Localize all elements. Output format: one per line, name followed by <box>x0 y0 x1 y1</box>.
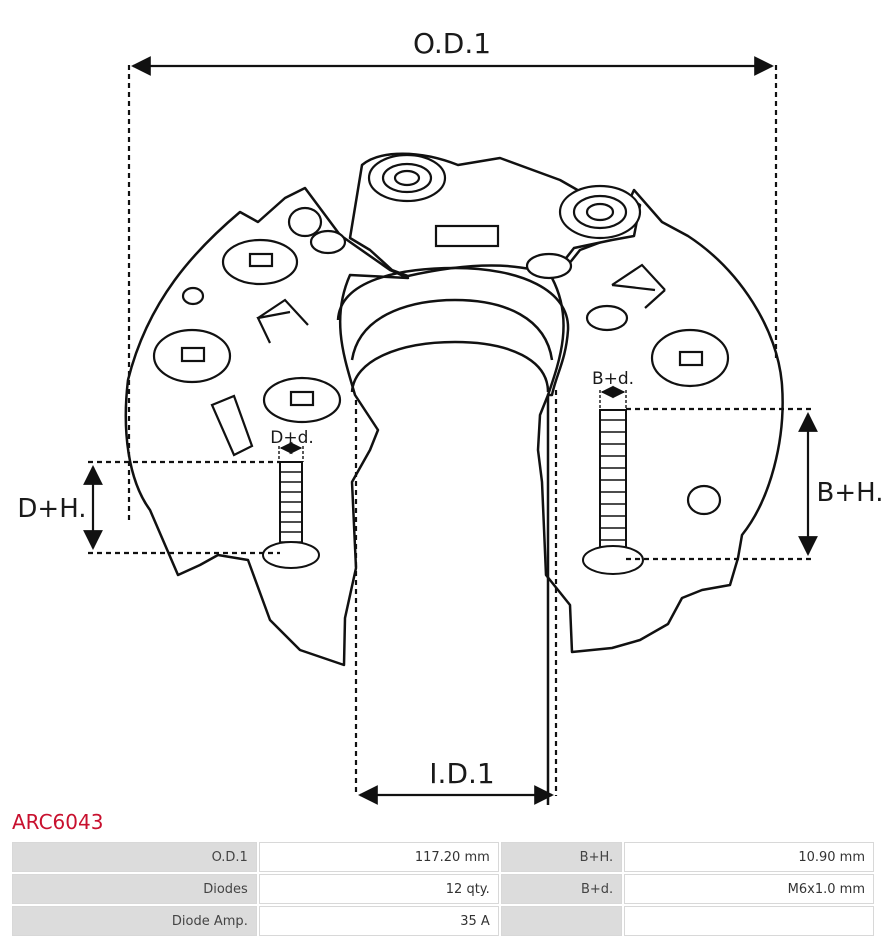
spec-label: B+H. <box>500 842 623 872</box>
spec-value <box>624 906 874 936</box>
spec-value: 117.20 mm <box>258 842 499 872</box>
rectifier-diagram: O.D.1 I.D.1 D+H. D+d. B+H. B+d. <box>17 27 884 805</box>
table-row: O.D.1 117.20 mm B+H. 10.90 mm <box>12 842 874 872</box>
d-plus-stud <box>262 461 320 569</box>
spec-table: O.D.1 117.20 mm B+H. 10.90 mm Diodes 12 … <box>10 840 876 938</box>
table-row: Diode Amp. 35 A <box>12 906 874 936</box>
spec-label: B+d. <box>500 874 623 904</box>
spec-label: Diode Amp. <box>12 906 257 936</box>
dh-label: D+H. <box>17 494 86 524</box>
table-row: Diodes 12 qty. B+d. M6x1.0 mm <box>12 874 874 904</box>
bd-label: B+d. <box>592 369 634 389</box>
product-code: ARC6043 <box>12 810 104 834</box>
spec-label <box>500 906 623 936</box>
dd-label: D+d. <box>270 428 314 448</box>
dimension-lines <box>83 56 818 805</box>
bh-label: B+H. <box>817 478 884 508</box>
id-label: I.D.1 <box>429 757 494 790</box>
spec-value: 12 qty. <box>258 874 499 904</box>
od-label: O.D.1 <box>413 27 491 60</box>
spec-value: M6x1.0 mm <box>624 874 874 904</box>
rectifier-body <box>124 152 784 805</box>
spec-value: 35 A <box>258 906 499 936</box>
terminal-holes <box>152 153 730 516</box>
spec-value: 10.90 mm <box>624 842 874 872</box>
spec-label: O.D.1 <box>12 842 257 872</box>
b-plus-stud <box>582 409 644 575</box>
spec-label: Diodes <box>12 874 257 904</box>
